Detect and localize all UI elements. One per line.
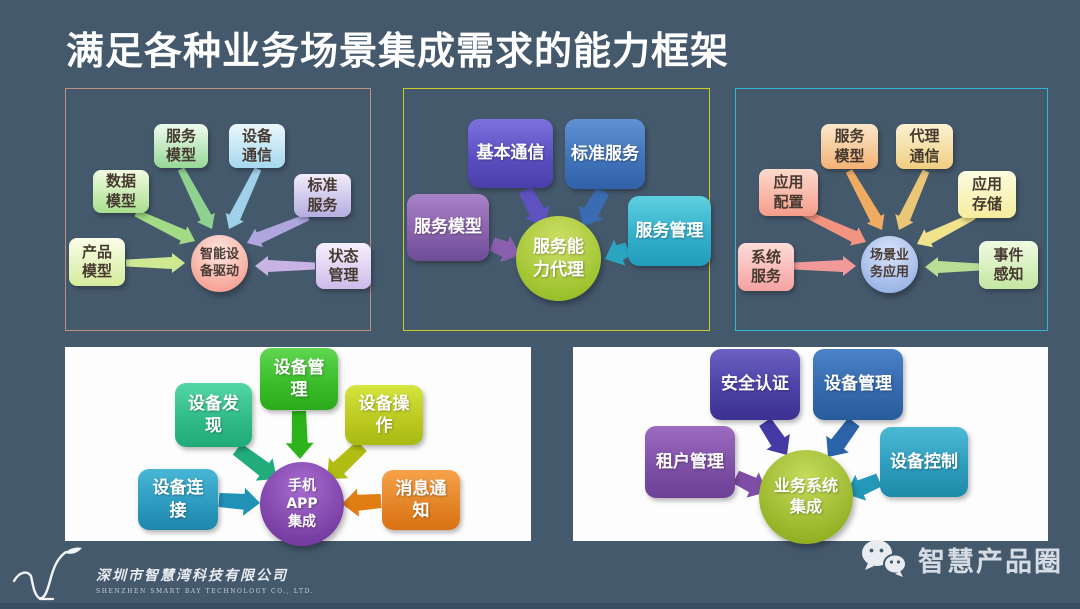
arrow — [126, 253, 185, 273]
box-standard-service: 标准服务 — [294, 174, 351, 217]
arrow — [285, 410, 314, 459]
arrow — [134, 209, 195, 245]
arrow — [895, 169, 930, 230]
box-service-model: 服务模型 — [407, 194, 489, 261]
company-name-cn: 深圳市智慧湾科技有限公司 — [96, 568, 288, 584]
panel-service-capability-agent: 基本通信 标准服务 服务模型 服务管理 服务能力代理 — [403, 88, 711, 331]
box-device-communication: 设备通信 — [229, 124, 285, 168]
arrow — [846, 473, 882, 501]
arrows-business-system-integration — [733, 417, 882, 501]
arrows-service-capability-agent — [489, 186, 631, 266]
circle-service-capability-agent: 服务能力代理 — [516, 216, 601, 301]
box-service-management: 服务管理 — [628, 196, 711, 266]
bottom-strip — [0, 603, 1080, 609]
panel-mobile-app-integration: 设备管理 设备发现 设备操作 设备连接 消息通知 手机APP集成 — [65, 347, 531, 546]
box-agent-communication: 代理通信 — [896, 124, 953, 169]
box-standard-service: 标准服务 — [565, 119, 645, 189]
box-device-connection: 设备连接 — [138, 469, 218, 530]
box-data-model: 数据模型 — [93, 170, 149, 213]
wechat-account-name: 智慧产品圈 — [918, 546, 1063, 578]
arrow — [247, 213, 310, 248]
arrow — [232, 443, 277, 481]
box-status-management: 状态管理 — [316, 243, 371, 289]
box-device-operation: 设备操作 — [345, 385, 423, 445]
box-service-model: 服务模型 — [821, 124, 878, 169]
arrow — [177, 167, 215, 229]
arrow — [925, 257, 980, 277]
arrow — [218, 487, 260, 516]
box-app-storage: 应用存储 — [958, 171, 1016, 218]
panel-scenario-business-app: 服务模型 代理通信 应用配置 应用存储 系统服务 事件感知 场景业务应用 — [735, 88, 1048, 331]
arrow — [327, 440, 367, 479]
arrow — [794, 256, 856, 276]
arrows-mobile-app-integration — [218, 410, 382, 517]
arrow — [733, 470, 767, 498]
arrow — [342, 488, 382, 517]
box-service-model: 服务模型 — [154, 124, 208, 168]
box-system-service: 系统服务 — [738, 243, 794, 291]
arrow — [489, 236, 520, 263]
arrow — [225, 167, 262, 229]
arrow — [578, 187, 610, 226]
arrow — [255, 256, 315, 276]
wechat-badge: 智慧产品圈 — [860, 538, 1063, 580]
box-security-authentication: 安全认证 — [710, 349, 800, 420]
wechat-icon — [862, 540, 907, 577]
company-logo: 深圳市智慧湾科技有限公司 SHENZHEN SMART BAY TECHNOLO… — [10, 543, 314, 603]
circle-mobile-app-integration: 手机APP集成 — [260, 462, 344, 546]
panel-business-system-integration: 安全认证 设备管理 租户管理 设备控制 业务系统集成 — [573, 347, 1048, 544]
box-tenant-management: 租户管理 — [645, 426, 735, 498]
logo-swoosh-icon — [12, 547, 82, 601]
arrow — [826, 417, 860, 457]
circle-smart-device-driver: 智能设备驱动 — [191, 235, 248, 292]
box-device-management: 设备管理 — [813, 349, 903, 420]
box-app-config: 应用配置 — [759, 169, 818, 216]
arrows-smart-device-driver — [126, 167, 315, 276]
circle-business-system-integration: 业务系统集成 — [759, 450, 853, 544]
page-title: 满足各种业务场景集成需求的能力框架 — [66, 29, 730, 73]
box-product-model: 产品模型 — [69, 238, 125, 286]
arrow — [605, 239, 631, 266]
box-device-control: 设备控制 — [880, 427, 968, 497]
box-message-notification: 消息通知 — [382, 470, 460, 530]
box-basic-communication: 基本通信 — [468, 119, 553, 188]
box-device-discovery: 设备发现 — [175, 383, 252, 447]
company-name-en: SHENZHEN SMART BAY TECHNOLOGY CO., LTD. — [96, 588, 315, 595]
box-event-sensing: 事件感知 — [979, 241, 1038, 289]
circle-scenario-business-app: 场景业务应用 — [861, 236, 918, 293]
arrow — [917, 212, 976, 248]
arrow — [802, 209, 866, 246]
arrows-scenario-business-app — [794, 169, 980, 277]
arrow — [759, 418, 790, 455]
arrow — [518, 186, 550, 226]
box-device-management: 设备管理 — [260, 348, 338, 410]
panel-smart-device-driver: 服务模型 设备通信 数据模型 标准服务 产品模型 状态管理 智能设备驱动 — [65, 88, 371, 331]
arrow — [845, 169, 885, 230]
